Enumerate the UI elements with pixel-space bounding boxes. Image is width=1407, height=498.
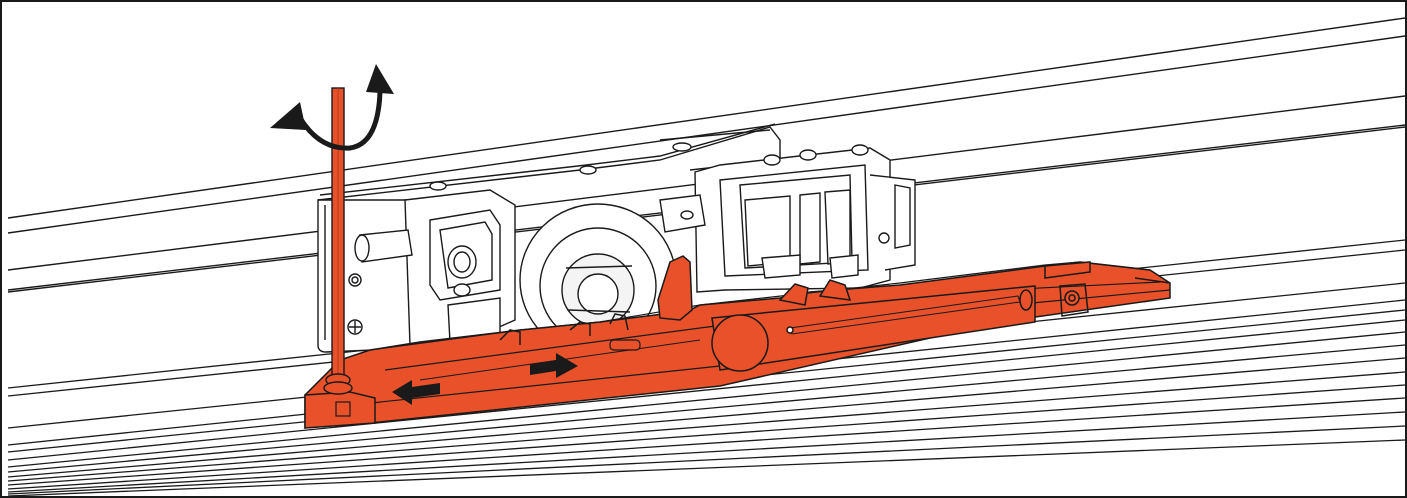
damper-body <box>304 255 1171 429</box>
bottom-rail <box>7 239 1406 497</box>
arrow-right-icon <box>530 353 578 378</box>
left-bracket <box>354 189 516 346</box>
clip-housing <box>659 144 916 293</box>
adjustment-rod <box>323 87 353 395</box>
rotation-arrow-icon <box>270 64 394 151</box>
arrow-left-icon <box>392 380 440 405</box>
